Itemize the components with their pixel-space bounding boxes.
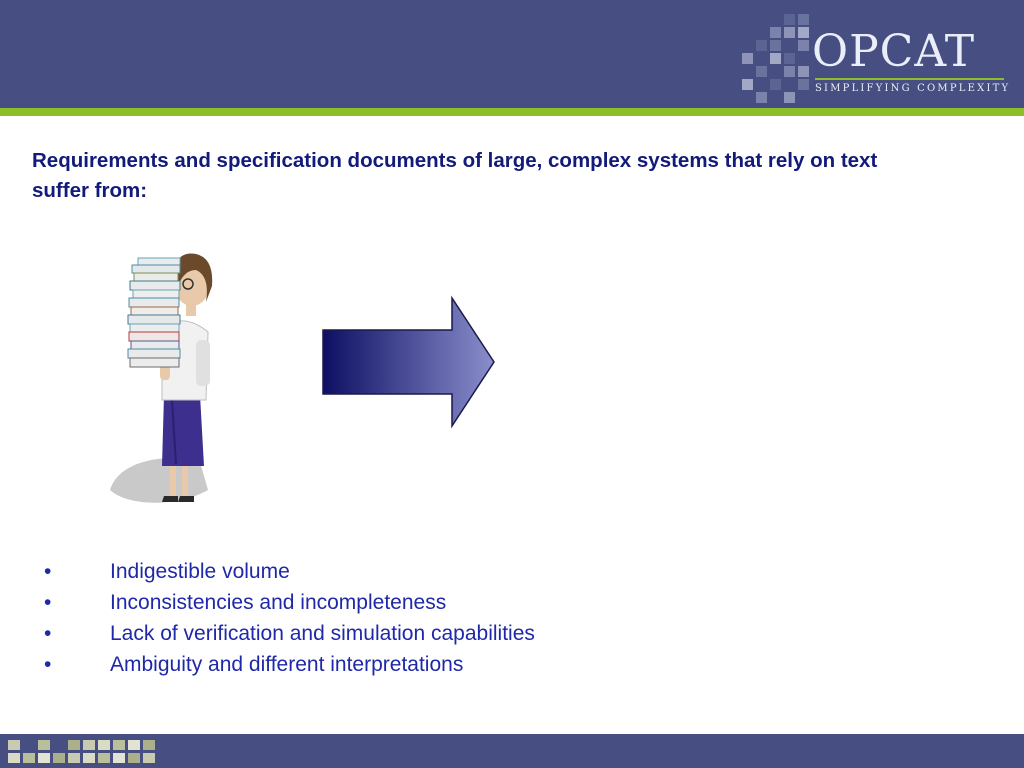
grid-square [113, 740, 125, 750]
grid-square [798, 40, 809, 51]
grid-square [784, 14, 795, 25]
grid-square [756, 66, 767, 77]
bullet-marker: • [44, 622, 52, 645]
grid-square [8, 740, 20, 750]
grid-square [143, 753, 155, 763]
grid-square [798, 79, 809, 90]
grid-square [38, 753, 50, 763]
logo-grid-pattern [722, 14, 812, 110]
grid-square [83, 753, 95, 763]
slide-heading: Requirements and specification documents… [32, 149, 878, 202]
grid-square [128, 753, 140, 763]
grid-square [8, 753, 20, 763]
list-item: • Indigestible volume [44, 556, 744, 587]
footer-band [0, 734, 1024, 768]
logo-tagline: SIMPLIFYING COMPLEXITY [815, 83, 1011, 94]
grid-square [770, 53, 781, 64]
grid-square [784, 66, 795, 77]
opcat-logo: OPCAT SIMPLIFYING COMPLEXITY [812, 26, 1012, 98]
grid-square [798, 14, 809, 25]
grid-square [756, 40, 767, 51]
bullet-marker: • [44, 653, 52, 676]
right-arrow-icon [322, 295, 495, 429]
list-item: • Inconsistencies and incompleteness [44, 587, 744, 618]
grid-square [113, 753, 125, 763]
grid-square [770, 40, 781, 51]
list-item-text: Inconsistencies and incompleteness [110, 591, 447, 614]
footer-grid-pattern [8, 740, 168, 766]
list-item-text: Lack of verification and simulation capa… [110, 622, 535, 645]
grid-square [770, 27, 781, 38]
woman-with-books-illustration [110, 253, 213, 503]
grid-square [68, 753, 80, 763]
grid-square [742, 79, 753, 90]
grid-square [38, 740, 50, 750]
grid-square [742, 53, 753, 64]
grid-square [798, 66, 809, 77]
problem-list: • Indigestible volume • Inconsistencies … [44, 556, 744, 680]
grid-square [83, 740, 95, 750]
list-item: • Ambiguity and different interpretation… [44, 649, 744, 680]
grid-square [784, 27, 795, 38]
grid-square [143, 740, 155, 750]
list-item-text: Ambiguity and different interpretations [110, 653, 464, 676]
grid-square [784, 53, 795, 64]
grid-square [68, 740, 80, 750]
grid-square [98, 753, 110, 763]
grid-square [98, 740, 110, 750]
grid-square [756, 92, 767, 103]
logo-text: OPCAT [812, 26, 976, 77]
bullet-marker: • [44, 560, 52, 583]
header-band: OPCAT SIMPLIFYING COMPLEXITY [0, 0, 1024, 108]
grid-square [770, 79, 781, 90]
grid-square [128, 740, 140, 750]
header-accent-stripe [0, 108, 1024, 116]
grid-square [23, 753, 35, 763]
grid-square [784, 92, 795, 103]
list-item-text: Indigestible volume [110, 560, 290, 583]
logo-divider [815, 78, 1004, 80]
grid-square [53, 753, 65, 763]
list-item: • Lack of verification and simulation ca… [44, 618, 744, 649]
grid-square [798, 27, 809, 38]
bullet-marker: • [44, 591, 52, 614]
